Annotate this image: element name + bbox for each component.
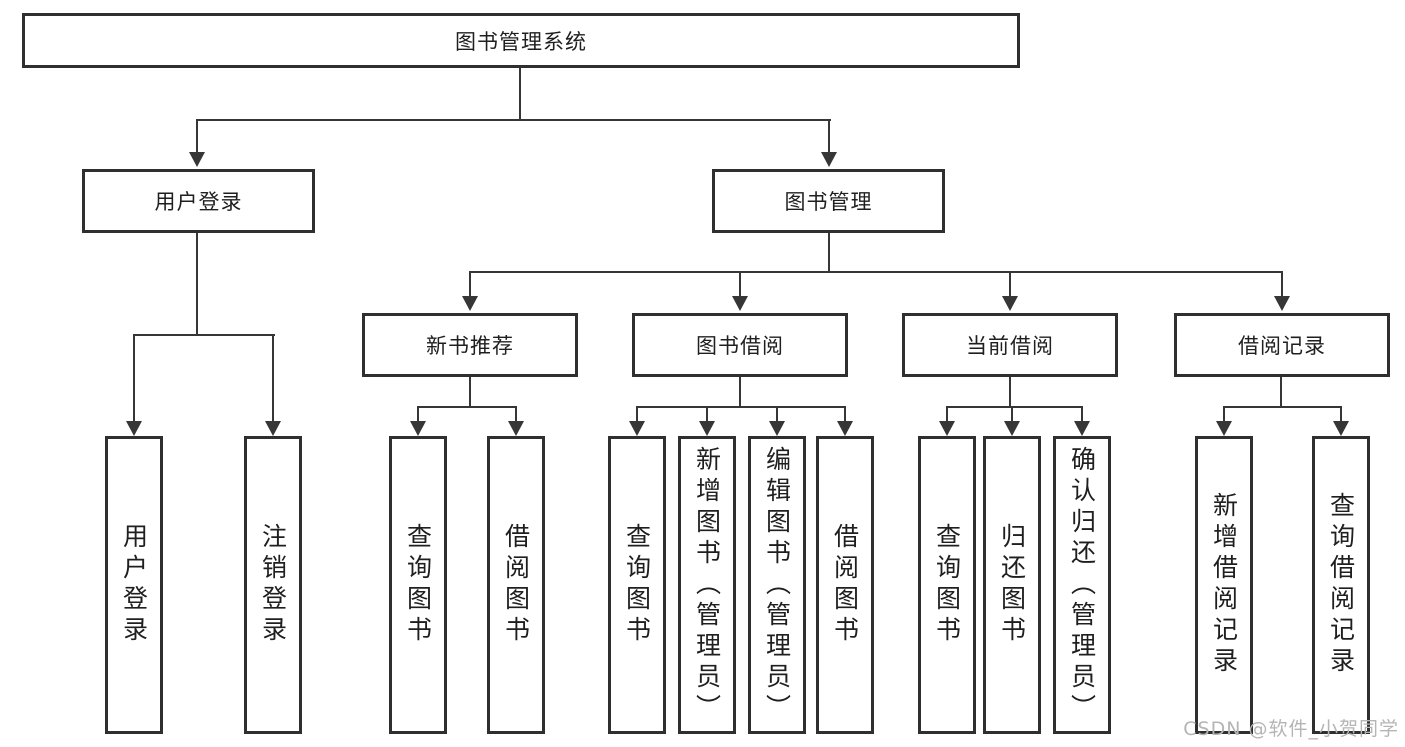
arrow-down-icon (821, 152, 837, 167)
connector-line (196, 119, 831, 121)
node-user-login-label: 用户登录 (154, 190, 243, 214)
leaf-user-login: 用户登录 (105, 436, 163, 734)
connector-line (133, 334, 135, 422)
connector-line (1081, 406, 1083, 422)
leaf-borrow-books-recommend: 借阅图书 (487, 436, 545, 734)
node-book-borrowing-label: 图书借阅 (696, 334, 784, 358)
connector-line (739, 271, 741, 298)
arrow-down-icon (1216, 421, 1232, 436)
arrow-down-icon (1074, 421, 1090, 436)
leaf-edit-books-admin: 编辑图书（管理员） (748, 436, 806, 734)
arrow-down-icon (629, 421, 645, 436)
connector-line (515, 406, 517, 422)
leaf-query-books-recommend-label: 查询图书 (403, 523, 433, 647)
node-book-management: 图书管理 (712, 169, 945, 233)
leaf-confirm-return-admin-label: 确认归还（管理员） (1067, 445, 1097, 725)
node-borrowing-records-label: 借阅记录 (1238, 334, 1326, 358)
leaf-logout-label: 注销登录 (258, 523, 288, 647)
leaf-user-login-label: 用户登录 (119, 523, 149, 647)
connector-line (636, 406, 846, 408)
node-library-system-label: 图书管理系统 (455, 29, 587, 54)
leaf-query-books-borrowing: 查询图书 (608, 436, 666, 734)
node-new-book-recommend-label: 新书推荐 (426, 334, 514, 358)
connector-line (946, 406, 948, 422)
connector-line (417, 406, 517, 408)
node-user-login: 用户登录 (82, 169, 315, 233)
leaf-add-borrow-record: 新增借阅记录 (1195, 436, 1253, 734)
arrow-down-icon (410, 421, 426, 436)
connector-line (1340, 406, 1342, 422)
leaf-query-books-borrowing-label: 查询图书 (622, 523, 652, 647)
connector-line (1009, 271, 1011, 298)
node-current-borrowing: 当前借阅 (902, 313, 1118, 377)
arrow-down-icon (732, 296, 748, 311)
leaf-query-borrow-record-label: 查询借阅记录 (1326, 492, 1356, 678)
connector-line (196, 233, 198, 336)
node-new-book-recommend: 新书推荐 (362, 313, 578, 377)
connector-line (1223, 406, 1342, 408)
csdn-watermark: CSDN @软件_小贺同学 (1183, 718, 1399, 740)
node-borrowing-records: 借阅记录 (1174, 313, 1390, 377)
connector-line (1280, 377, 1282, 408)
arrow-down-icon (769, 421, 785, 436)
leaf-add-books-admin: 新增图书（管理员） (678, 436, 736, 734)
connector-line (272, 334, 274, 422)
connector-line (1223, 406, 1225, 422)
leaf-borrow-books-label: 借阅图书 (830, 523, 860, 647)
connector-line (636, 406, 638, 422)
connector-line (417, 406, 419, 422)
arrow-down-icon (508, 421, 524, 436)
leaf-confirm-return-admin: 确认归还（管理员） (1053, 436, 1111, 734)
leaf-return-books-label: 归还图书 (997, 523, 1027, 647)
leaf-borrow-books: 借阅图书 (816, 436, 874, 734)
leaf-borrow-books-recommend-label: 借阅图书 (501, 523, 531, 647)
arrow-down-icon (1004, 421, 1020, 436)
connector-line (706, 406, 708, 422)
arrow-down-icon (189, 152, 205, 167)
connector-line (196, 119, 198, 153)
leaf-add-books-admin-label: 新增图书（管理员） (692, 445, 722, 725)
node-book-borrowing: 图书借阅 (632, 313, 848, 377)
connector-line (1011, 406, 1013, 422)
connector-line (1281, 271, 1283, 298)
arrow-down-icon (837, 421, 853, 436)
connector-line (946, 406, 1083, 408)
connector-line (469, 271, 471, 298)
node-library-system: 图书管理系统 (22, 13, 1020, 68)
leaf-edit-books-admin-label: 编辑图书（管理员） (762, 445, 792, 725)
leaf-query-books-current-label: 查询图书 (932, 523, 962, 647)
arrow-down-icon (126, 421, 142, 436)
connector-line (828, 119, 830, 153)
arrow-down-icon (1002, 296, 1018, 311)
leaf-query-books-recommend: 查询图书 (389, 436, 447, 734)
arrow-down-icon (462, 296, 478, 311)
connector-line (1009, 377, 1011, 408)
arrow-down-icon (699, 421, 715, 436)
node-current-borrowing-label: 当前借阅 (966, 334, 1054, 358)
leaf-return-books: 归还图书 (983, 436, 1041, 734)
connector-line (469, 377, 471, 408)
arrow-down-icon (939, 421, 955, 436)
arrow-down-icon (265, 421, 281, 436)
connector-line (828, 233, 830, 273)
connector-line (739, 377, 741, 408)
node-book-management-label: 图书管理 (784, 190, 873, 214)
connector-line (133, 334, 275, 336)
leaf-query-books-current: 查询图书 (918, 436, 976, 734)
connector-line (844, 406, 846, 422)
leaf-query-borrow-record: 查询借阅记录 (1312, 436, 1370, 734)
arrow-down-icon (1274, 296, 1290, 311)
connector-line (469, 271, 1283, 273)
leaf-logout: 注销登录 (244, 436, 302, 734)
leaf-add-borrow-record-label: 新增借阅记录 (1209, 492, 1239, 678)
arrow-down-icon (1333, 421, 1349, 436)
connector-line (776, 406, 778, 422)
connector-line (519, 68, 521, 120)
